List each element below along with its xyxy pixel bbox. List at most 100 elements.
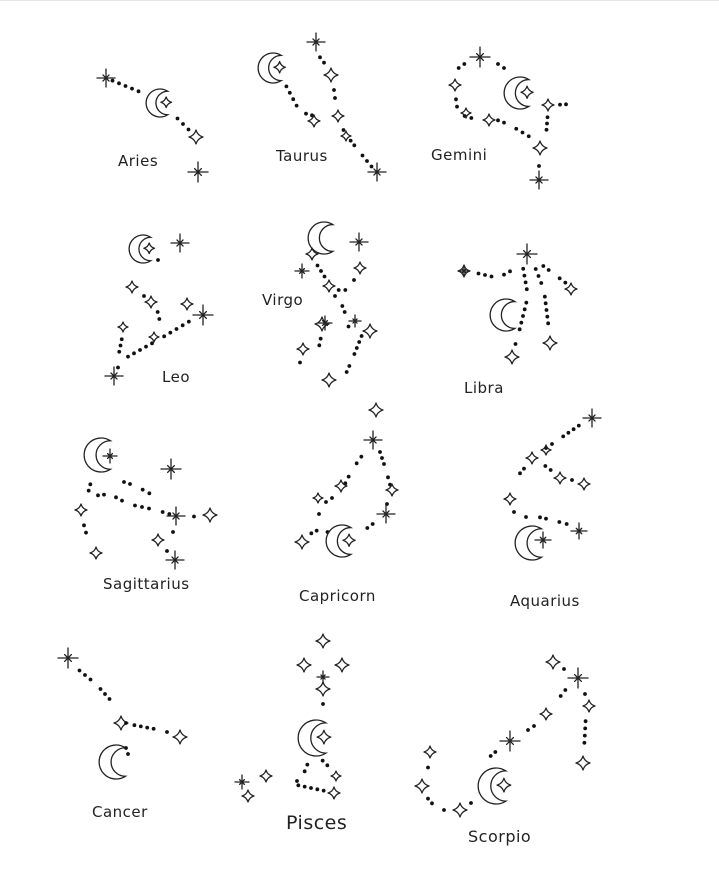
- constellation-dot: [519, 320, 524, 325]
- asterisk-star-icon: [104, 366, 124, 386]
- constellation-dot: [317, 512, 321, 516]
- asterisk-star-icon: [234, 774, 250, 790]
- sparkle-star-icon: [330, 770, 342, 782]
- constellation-dot: [370, 522, 375, 526]
- constellation-dot: [442, 808, 446, 812]
- constellation-dot: [508, 269, 512, 274]
- constellation-dot: [354, 461, 359, 466]
- constellation-dot: [123, 84, 128, 88]
- constellation-dot: [354, 346, 359, 350]
- sparkle-star-icon: [273, 60, 286, 74]
- asterisk-star-icon: [306, 32, 326, 52]
- constellation-dot: [521, 266, 526, 271]
- constellation-dot: [88, 482, 93, 487]
- constellation-dot: [82, 523, 86, 528]
- sparkle-star-icon: [323, 67, 339, 83]
- constellation-dot: [365, 526, 370, 530]
- constellation-dot: [545, 314, 550, 319]
- constellation-dot: [86, 488, 91, 493]
- constellation-dot: [558, 102, 562, 107]
- sparkle-star-icon: [540, 444, 552, 456]
- sparkle-star-icon: [241, 789, 255, 803]
- constellation-dot: [542, 294, 547, 299]
- constellation-dot: [557, 276, 562, 281]
- constellation-dot: [544, 127, 549, 132]
- label-virgo: Virgo: [262, 291, 304, 309]
- constellation-dot: [304, 111, 308, 116]
- constellation-dot: [537, 164, 541, 168]
- constellation-dot: [155, 310, 160, 314]
- constellation-dot: [162, 334, 167, 339]
- constellation-dot: [563, 280, 568, 285]
- asterisk-star-icon: [567, 667, 589, 689]
- sparkle-star-icon: [353, 261, 367, 275]
- constellation-dot: [291, 97, 296, 102]
- constellation-dot: [150, 341, 154, 346]
- constellation-dot: [502, 120, 506, 125]
- constellation-dot: [321, 788, 326, 793]
- constellation-dot: [287, 90, 292, 95]
- sparkle-star-icon: [520, 85, 534, 99]
- constellation-dot: [117, 81, 121, 86]
- constellation-dot: [476, 271, 481, 276]
- constellation-dot: [513, 342, 518, 346]
- constellation-dot: [426, 796, 430, 801]
- label-capricorn: Capricorn: [299, 587, 376, 605]
- constellation-dot: [122, 480, 126, 484]
- constellation-dot: [380, 456, 384, 460]
- constellation-dot: [133, 503, 137, 508]
- constellation-dot: [174, 327, 179, 331]
- constellation-dot: [333, 294, 337, 298]
- constellation-dot: [522, 273, 527, 278]
- crescent-moon-icon: [128, 234, 153, 264]
- asterisk-star-icon: [458, 265, 470, 277]
- asterisk-star-icon: [187, 161, 209, 183]
- sparkle-star-icon: [180, 297, 194, 311]
- constellation-dot: [524, 300, 529, 305]
- constellation-dot: [343, 288, 348, 292]
- constellation-dot: [544, 516, 548, 521]
- constellation-dot: [352, 352, 357, 356]
- label-scorpio: Scorpio: [468, 827, 532, 846]
- sparkle-star-icon: [188, 129, 204, 145]
- constellation-dot: [157, 317, 162, 321]
- constellation-dot: [305, 762, 310, 767]
- constellation-dot: [333, 96, 337, 100]
- asterisk-star-icon: [570, 522, 588, 540]
- constellation-dot: [321, 702, 325, 706]
- constellation-dot: [532, 724, 536, 728]
- sparkle-star-icon: [321, 372, 337, 388]
- asterisk-star-icon: [529, 170, 549, 190]
- constellation-dot: [117, 349, 122, 354]
- constellation-dot: [315, 263, 320, 268]
- constellation-dot: [110, 78, 115, 83]
- asterisk-star-icon: [317, 315, 333, 331]
- asterisk-star-icon: [294, 263, 310, 279]
- constellation-dot: [171, 530, 175, 534]
- constellation-dot: [545, 121, 549, 126]
- constellation-dot: [564, 522, 569, 526]
- sparkle-star-icon: [414, 778, 430, 794]
- sparkle-star-icon: [452, 802, 468, 818]
- constellation-dot: [548, 468, 553, 472]
- label-pisces: Pisces: [286, 812, 348, 834]
- constellation-dot: [332, 88, 336, 92]
- constellation-dot: [359, 334, 364, 338]
- constellation-dot: [142, 294, 146, 298]
- constellation-dot: [175, 116, 180, 121]
- sparkle-star-icon: [564, 282, 578, 296]
- label-taurus: Taurus: [276, 147, 328, 165]
- constellation-dot: [550, 442, 554, 446]
- sparkle-star-icon: [307, 114, 321, 128]
- constellation-dot: [119, 337, 124, 342]
- constellation-dot: [340, 304, 345, 308]
- constellation-dot: [96, 493, 100, 498]
- sparkle-star-icon: [532, 140, 548, 156]
- constellation-dot: [318, 55, 322, 60]
- constellation-dot: [582, 733, 587, 738]
- sparkle-star-icon: [423, 745, 437, 759]
- constellation-dot: [520, 130, 525, 135]
- constellation-dot: [103, 692, 107, 696]
- crescent-moon-icon: [257, 52, 284, 84]
- asterisk-star-icon: [367, 162, 387, 182]
